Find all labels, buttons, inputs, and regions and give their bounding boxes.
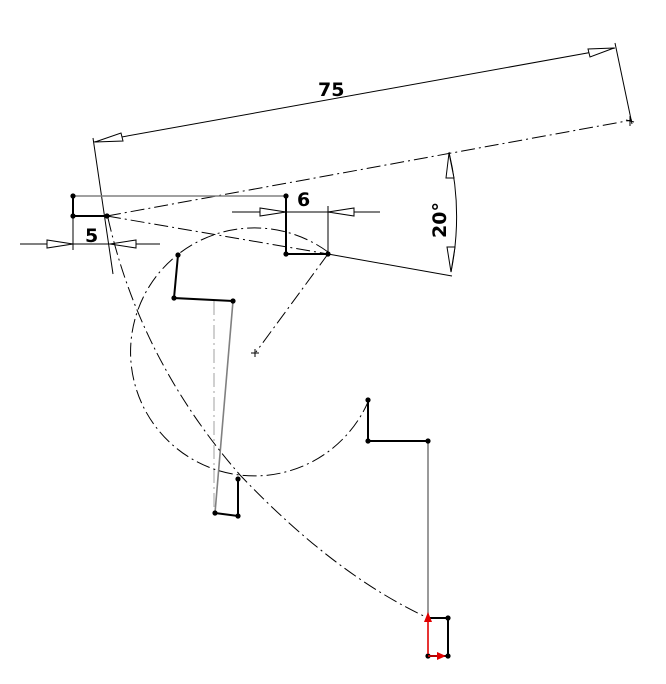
sketch-step-upper[interactable] [172,254,234,302]
dimension-angle-20[interactable]: 20° [327,151,458,277]
sketch-step-lower[interactable] [214,479,239,518]
dimension-value-angle[interactable]: 20° [429,202,451,238]
construction-line-lower [106,215,329,255]
sketch-point[interactable] [230,298,236,304]
arrowhead-5-left [46,239,74,249]
sketch-point[interactable] [70,193,76,199]
angle-arrowhead-top [445,152,455,179]
dimension-line-75 [93,47,616,143]
reference-line-slanted [214,300,234,514]
sketch-point[interactable] [283,193,289,199]
arrowhead-6-right [327,207,355,217]
construction-centerline [106,119,633,217]
sketch-points [70,193,451,659]
dimension-length-75[interactable]: 75 [92,42,633,275]
arrowhead-right [587,47,615,58]
sketch-point[interactable] [212,510,218,516]
dimension-value-5[interactable]: 5 [85,225,98,247]
angle-extension-line [327,253,453,277]
dimension-offset-5[interactable]: 5 [20,216,160,250]
sketch-point[interactable] [104,213,110,219]
arrowhead-6-left [259,207,287,217]
construction-curve [107,217,429,619]
sketch-step-mid[interactable] [367,400,428,442]
angle-arrowhead-bottom [446,246,456,273]
sketch-point[interactable] [325,251,331,257]
sketch-point[interactable] [175,252,181,258]
sketch-point[interactable] [171,295,177,301]
sketch-point[interactable] [365,438,371,444]
origin-x-arrowhead [437,652,446,660]
origin-y-arrowhead [424,612,432,622]
sketch-point[interactable] [283,251,289,257]
sketch-point[interactable] [235,476,241,482]
dimension-value-75[interactable]: 75 [318,79,344,101]
sketch-step-bottom[interactable] [428,617,449,657]
arrowhead-5-right [109,239,137,249]
sketch-point[interactable] [235,513,241,519]
sketch-point[interactable] [70,213,76,219]
sketch-point[interactable] [445,653,451,659]
sketch-point[interactable] [425,438,431,444]
sketch-point[interactable] [365,397,371,403]
extension-line-right [614,42,633,125]
dimension-value-6[interactable]: 6 [297,189,310,211]
sketch-point[interactable] [445,615,451,621]
construction-circle-arc [130,227,369,477]
extension-line-left [92,137,114,275]
arrowhead-left [94,132,124,143]
dimension-offset-6[interactable]: 6 [232,189,380,254]
construction-radius-line [255,253,329,353]
origin-axes-icon [424,612,446,660]
